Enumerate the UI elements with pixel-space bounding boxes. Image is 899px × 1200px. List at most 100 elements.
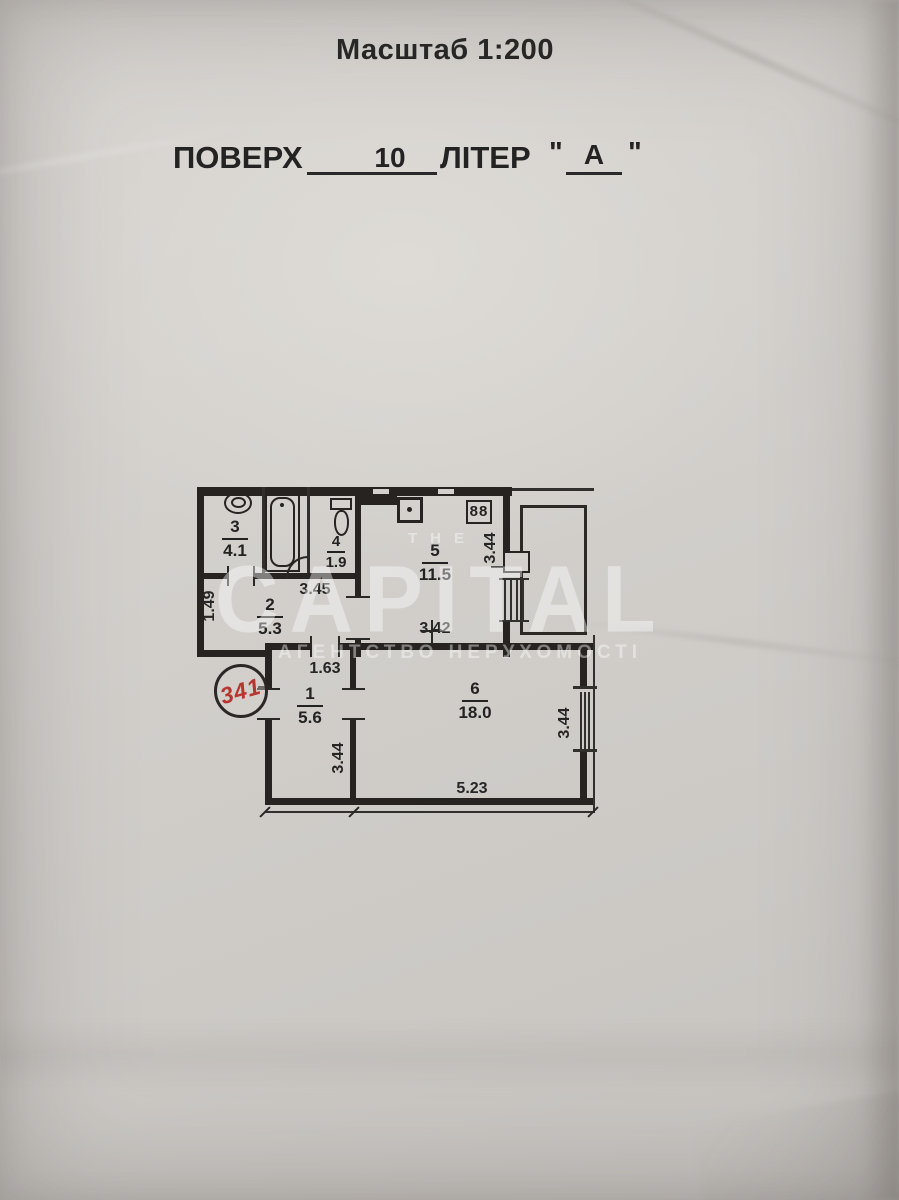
- wall-wc-left: [307, 487, 310, 573]
- bathtub-drain: [280, 503, 284, 507]
- liter-label: ЛІТЕР: [440, 140, 531, 175]
- kitchen-sink-drain: [407, 507, 412, 512]
- wall-top-outer: [197, 487, 512, 496]
- dimension-extension-line: [593, 635, 595, 813]
- bathroom-sink-basin: [231, 497, 246, 508]
- wall-tub-left: [262, 487, 265, 573]
- room-number: 4: [326, 533, 346, 553]
- door-tick-bathroom: [253, 566, 255, 586]
- kitchen-sink-icon: [397, 497, 423, 523]
- kitchen-counter: [361, 496, 397, 505]
- room-number: 5: [422, 541, 448, 564]
- vent-notch: [373, 489, 389, 494]
- room-area: 5.3: [258, 618, 282, 638]
- room-area: 1.9: [325, 553, 347, 571]
- room-area: 18.0: [458, 702, 492, 722]
- entrance-door-tick: [257, 718, 280, 720]
- bathtub-icon: [265, 492, 300, 572]
- wall-bottom-outer: [265, 798, 595, 805]
- dim-room6-depth: 3.44: [556, 707, 573, 739]
- room-5-label: 5 11.5: [400, 541, 470, 584]
- living-window-hatch: [580, 692, 582, 749]
- toilet-cistern-icon: [330, 498, 352, 510]
- liter-underline: [566, 172, 622, 175]
- wall-kitchen-left-upper: [355, 487, 361, 598]
- paper-crease: [557, 0, 899, 148]
- room-area: 4.1: [223, 540, 247, 560]
- close-quote: ": [628, 137, 642, 169]
- kitchen-window-hatch: [516, 580, 518, 620]
- balcony: [520, 505, 587, 635]
- dimension-tick: [491, 566, 505, 568]
- open-quote: ": [549, 137, 563, 169]
- wall-kitchen-right-upper: [503, 487, 510, 553]
- paper-edge-shadow: [860, 0, 899, 1200]
- floor-underline: [307, 172, 437, 175]
- floor-value: 10: [374, 142, 406, 173]
- door-tick-living: [342, 718, 365, 720]
- wall-hall-room6-lower: [350, 718, 356, 805]
- wall-room2-bottom-step: [197, 650, 272, 657]
- vent-notch: [438, 489, 454, 494]
- room-number: 1: [297, 684, 323, 707]
- paper-crease: [0, 1020, 899, 1090]
- dim-kitchen-width: 3.42: [419, 620, 451, 637]
- door-tick-kitchen: [346, 596, 370, 598]
- room-4-label: 4 1.9: [317, 533, 355, 571]
- paper-crease: [691, 1077, 899, 1200]
- dim-room2-depth: 1.49: [201, 590, 218, 622]
- entrance-door-tick: [257, 688, 280, 690]
- room-6-label: 6 18.0: [440, 679, 510, 722]
- survey-cross: [421, 630, 443, 632]
- wall-kitchen-right-lower: [503, 620, 510, 657]
- paper-crease: [561, 618, 899, 666]
- toilet-bowl-icon: [334, 510, 349, 536]
- liter-value: А: [583, 139, 605, 170]
- unit-number: 341: [217, 672, 265, 709]
- door-tick-kitchen: [346, 638, 370, 640]
- wall-hall-room6-upper: [350, 650, 356, 690]
- bathtub-inner: [270, 497, 295, 567]
- dim-room2-width: 3.45: [299, 581, 331, 598]
- room-number: 3: [222, 517, 248, 540]
- room-area: 11.5: [418, 564, 452, 584]
- survey-cross: [431, 620, 433, 644]
- room-number: 6: [462, 679, 488, 702]
- door-tick-corridor: [310, 636, 312, 657]
- stove-icon: 88: [466, 500, 492, 524]
- wall-room2-hall-left: [265, 643, 311, 650]
- room-area: 5.6: [298, 707, 322, 727]
- wall-room2-hall-right: [339, 643, 355, 650]
- kitchen-window-sill: [499, 578, 529, 580]
- balcony-door-threshold: [503, 551, 530, 573]
- door-tick-bathroom: [227, 566, 229, 586]
- floor-plan: 88 3 4.1 4 1.9 2 5.3 5 11.5 1 5.6 6 18.0: [195, 480, 607, 825]
- wall-top-thin-extension: [512, 488, 594, 491]
- kitchen-window-hatch: [510, 580, 512, 620]
- wall-left-outer: [197, 487, 204, 657]
- wall-kitchen-room6-divider: [355, 643, 594, 650]
- room-2-label: 2 5.3: [240, 595, 300, 638]
- living-window-sill: [573, 686, 597, 689]
- room-number: 2: [257, 595, 283, 618]
- kitchen-window-hatch: [522, 580, 524, 620]
- kitchen-window-hatch: [504, 580, 506, 620]
- room-1-label: 1 5.6: [280, 684, 340, 727]
- door-tick-corridor: [338, 636, 340, 657]
- wall-room6-right-lower: [580, 752, 587, 805]
- unit-number-badge: 341: [214, 664, 268, 718]
- kitchen-window-sill: [499, 620, 529, 622]
- living-window-hatch: [584, 692, 586, 749]
- wall-room6-right-upper: [580, 650, 587, 688]
- dim-kitchen-depth: 3.44: [482, 532, 499, 564]
- living-window-hatch: [588, 692, 590, 749]
- room-3-label: 3 4.1: [205, 517, 265, 560]
- wall-bath-bottom-right: [255, 573, 361, 579]
- wall-bath-bottom-left: [197, 573, 229, 579]
- dim-hall-width: 1.63: [309, 660, 341, 677]
- dim-hall-depth: 3.44: [330, 742, 347, 774]
- scale-title: Масштаб 1:200: [336, 34, 554, 66]
- wall-hall-left-upper: [265, 650, 272, 690]
- door-tick-living: [342, 688, 365, 690]
